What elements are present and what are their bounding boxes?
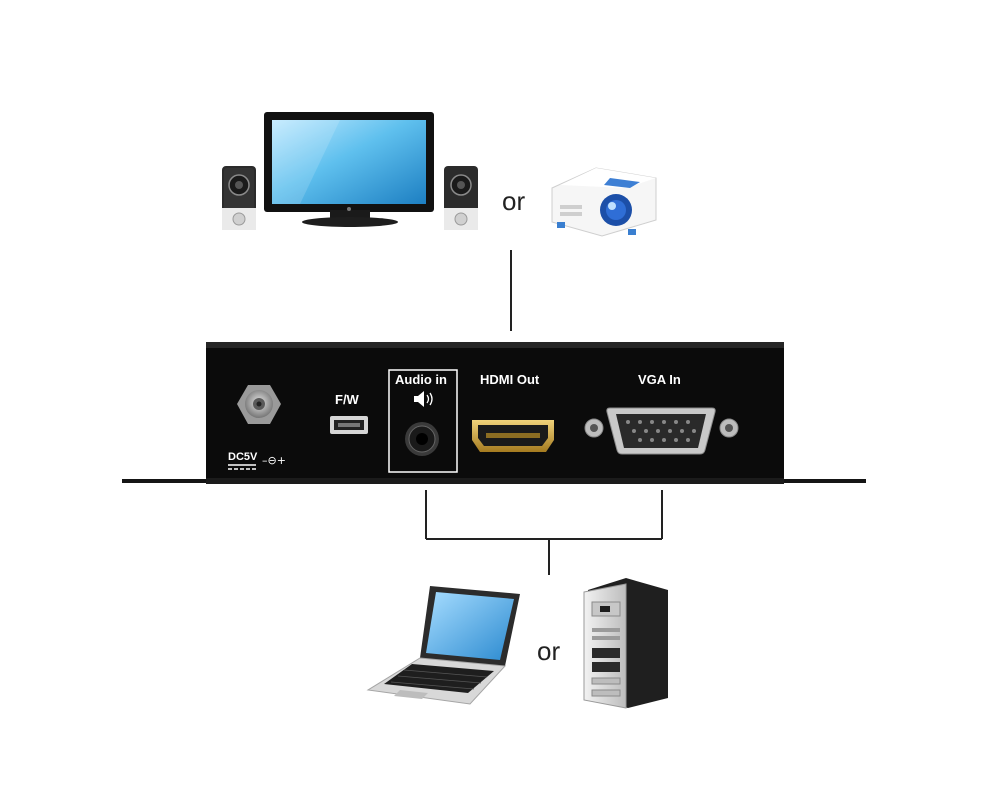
desktop-tower-icon (583, 578, 668, 709)
dc-label: DC5V (228, 451, 258, 463)
bottom-or-label: or (537, 636, 560, 666)
laptop-icon (366, 586, 520, 705)
speaker-symbol-icon (414, 391, 433, 407)
vga-port-icon (584, 407, 739, 455)
bottom-connector-bracket (425, 490, 663, 575)
hdmi-port-icon (472, 420, 554, 452)
usb-port-icon (330, 416, 368, 434)
dc-polarity-label: –⊖+ (262, 454, 286, 467)
audio-in-frame (388, 369, 458, 473)
top-or-label: or (502, 186, 525, 216)
projector-icon (551, 167, 657, 237)
tv-icon (264, 112, 434, 227)
hdmi-out-label: HDMI Out (480, 372, 540, 387)
vga-in-label: VGA In (638, 372, 681, 387)
fw-label: F/W (335, 392, 360, 407)
power-jack-icon (237, 385, 281, 424)
audio-in-label: Audio in (395, 372, 447, 387)
speaker-left-icon (222, 166, 256, 230)
speaker-right-icon (444, 166, 478, 230)
audio-jack-icon (405, 422, 439, 456)
